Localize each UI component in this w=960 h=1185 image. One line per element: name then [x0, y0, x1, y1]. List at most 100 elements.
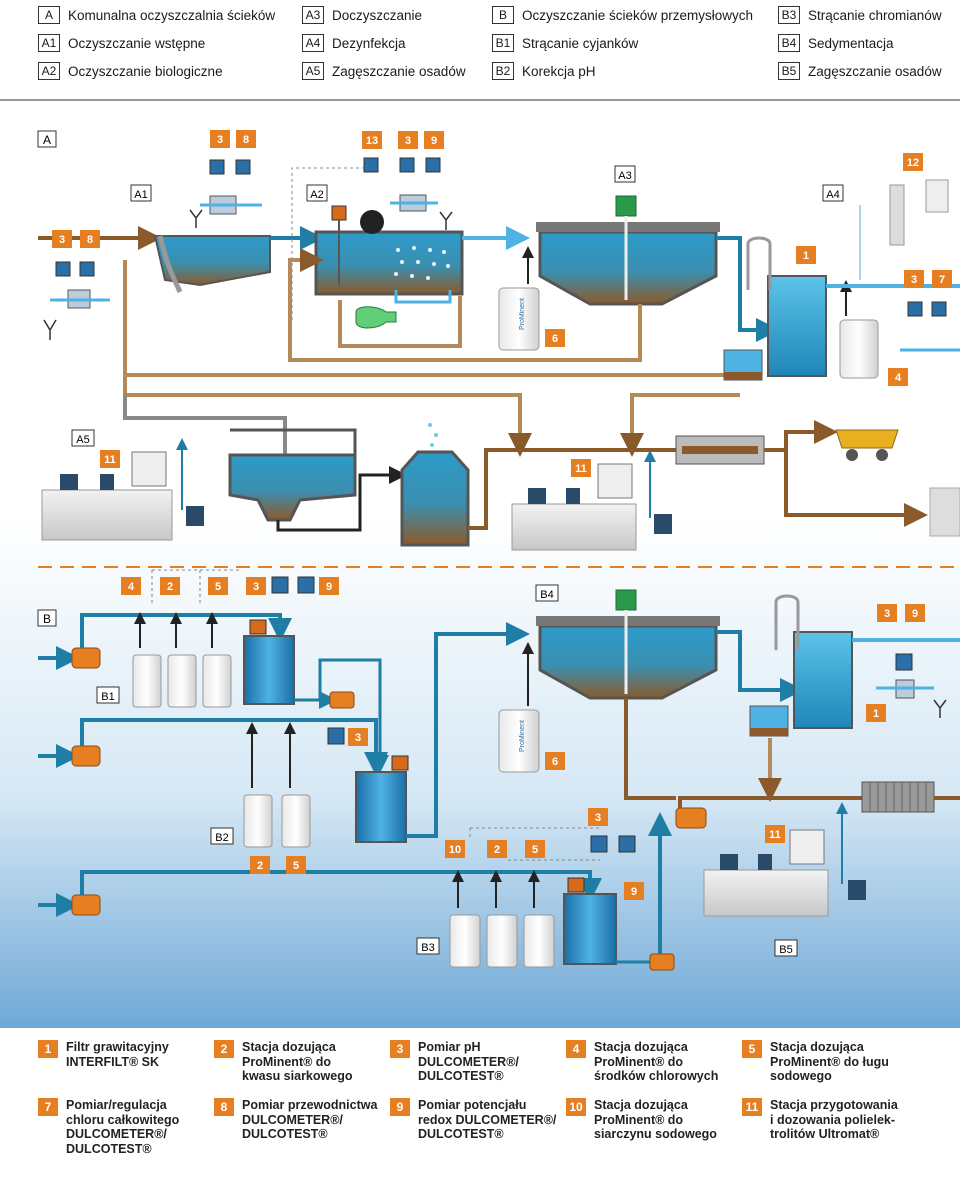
legend-entry: 2 Stacja dozująca ProMinent® do kwasu si… [214, 1040, 384, 1084]
chemical-tank-icon [202, 654, 232, 708]
mixer-motor-icon [331, 205, 347, 221]
legend-code: B2 [492, 62, 514, 80]
badge-12-text: 12 [907, 157, 919, 169]
recirculation-pipe [338, 296, 462, 348]
uv-reactor-icon [889, 184, 905, 246]
pipe-a3-filter [716, 236, 780, 342]
legend-entry: 9 Pomiar potencjału redox DULCOMETER®/ D… [390, 1098, 560, 1142]
badge-6 [545, 329, 565, 347]
control-panel-icon [131, 451, 167, 487]
badge-12 [903, 153, 923, 171]
filter-press [861, 781, 935, 813]
legend-number: 1 [38, 1040, 58, 1058]
aeration-pipe [394, 290, 452, 304]
legend-item: A5 Zagęszczanie osadów [302, 61, 466, 81]
legend-number: 2 [214, 1040, 234, 1058]
badge-13-text: 13 [366, 135, 378, 147]
pump-icon [186, 506, 204, 526]
dump-truck-icon [835, 429, 899, 449]
legend-line: Pomiar potencjału [418, 1098, 527, 1112]
legend-code: A5 [302, 62, 324, 80]
gravity-filter [793, 631, 853, 729]
legend-entry: 7 Pomiar/regulacja chloru całkowitego DU… [38, 1098, 208, 1156]
legend-line: DULCOTEST® [66, 1141, 152, 1156]
dosing-tank-icon [839, 319, 879, 379]
badge-3 [904, 270, 924, 288]
legend-line: kwasu siarkowego [242, 1069, 353, 1083]
badge-6-text: 6 [552, 756, 558, 768]
stage-label-b3-text: B3 [421, 942, 434, 954]
motor-icon [758, 854, 772, 870]
sludge-to-thickener [123, 375, 532, 457]
thickener-wall [230, 428, 357, 455]
badge-11-text: 11 [769, 829, 781, 841]
motor-icon [566, 488, 580, 504]
badge-2 [250, 856, 270, 874]
badge-1 [796, 246, 816, 264]
grit-pipe [157, 235, 183, 293]
controller-icon [79, 261, 95, 277]
legend-description: Pomiar potencjału redox DULCOMETER®/ DUL… [418, 1098, 556, 1142]
legend-line: ProMinent® do [594, 1054, 684, 1069]
mixer-motor-icon [567, 877, 585, 893]
badge-3-text: 3 [59, 234, 65, 246]
legend-description: Stacja przygotowania i dozowania poliele… [770, 1098, 898, 1142]
sludge-pipe [624, 698, 676, 800]
filter-plates [869, 782, 927, 812]
legend-number: 7 [38, 1098, 58, 1116]
legend-line: Stacja dozująca [594, 1098, 688, 1112]
signal-line [469, 827, 600, 861]
pipe-b4-filter [716, 630, 804, 702]
clarifier-bridge [536, 616, 720, 626]
legend-text: Sedymentacja [808, 35, 894, 51]
badge-8-text: 8 [87, 234, 93, 246]
legend-description: Pomiar/regulacja chloru całkowitego DULC… [66, 1098, 179, 1156]
badge-10 [445, 840, 465, 858]
filter-overflow [774, 594, 800, 650]
legend-line: INTERFILT® SK [66, 1054, 159, 1069]
drive-motor-icon [615, 195, 637, 217]
legend-line: DULCOTEST® [418, 1127, 504, 1141]
badge-5 [525, 840, 545, 858]
stage-label-a2 [306, 184, 328, 202]
legend-code: B3 [778, 6, 800, 24]
legend-item: B3 Strącanie chromianów [778, 5, 942, 25]
stage-label-a3 [614, 165, 636, 183]
stage-label-a3-text: A3 [618, 170, 631, 182]
badge-3-text: 3 [405, 135, 411, 147]
badge-11 [100, 450, 120, 468]
motor-icon [100, 474, 114, 490]
motor-icon [60, 474, 78, 490]
legend-code: B1 [492, 34, 514, 52]
bio-tank [314, 230, 464, 296]
backwash-sludge [750, 728, 788, 736]
legend-line: Pomiar/regulacja [66, 1098, 167, 1112]
legend-code: A3 [302, 6, 324, 24]
legend-description: Pomiar pH DULCOMETER®/ DULCOTEST® [418, 1040, 519, 1084]
badge-9-text: 9 [912, 608, 918, 620]
controller-icon [895, 653, 913, 671]
signal-line [151, 569, 240, 606]
badge-4 [888, 368, 908, 386]
badge-11-text: 11 [104, 454, 116, 466]
badge-13 [362, 131, 382, 149]
legend-line: Pomiar przewodnictwa [242, 1098, 378, 1112]
badge-11 [765, 825, 785, 843]
legend-item: A1 Oczyszczanie wstępne [38, 33, 205, 53]
air-bubbles-icon [394, 246, 450, 280]
stage-label-b4-text: B4 [540, 589, 553, 601]
pump-icon [649, 953, 675, 971]
digester-tank [400, 450, 470, 547]
legend-line: redox DULCOMETER®/ [418, 1112, 557, 1127]
legend-number: 5 [742, 1040, 762, 1058]
tank-brand: ProMinent [519, 298, 526, 330]
badge-3-text: 3 [884, 608, 890, 620]
legend-description: Pomiar przewodnictwa DULCOMETER®/ DULCOT… [242, 1098, 377, 1142]
badge-3 [52, 230, 72, 248]
legend-line: DULCOTEST® [242, 1127, 328, 1141]
legend-entry: 1 Filtr grawitacyjny INTERFILT® SK [38, 1040, 208, 1069]
badge-3-text: 3 [911, 274, 917, 286]
chromate-reaction-tank [563, 893, 617, 965]
badge-5-text: 5 [532, 844, 538, 856]
legend-number: 4 [566, 1040, 586, 1058]
